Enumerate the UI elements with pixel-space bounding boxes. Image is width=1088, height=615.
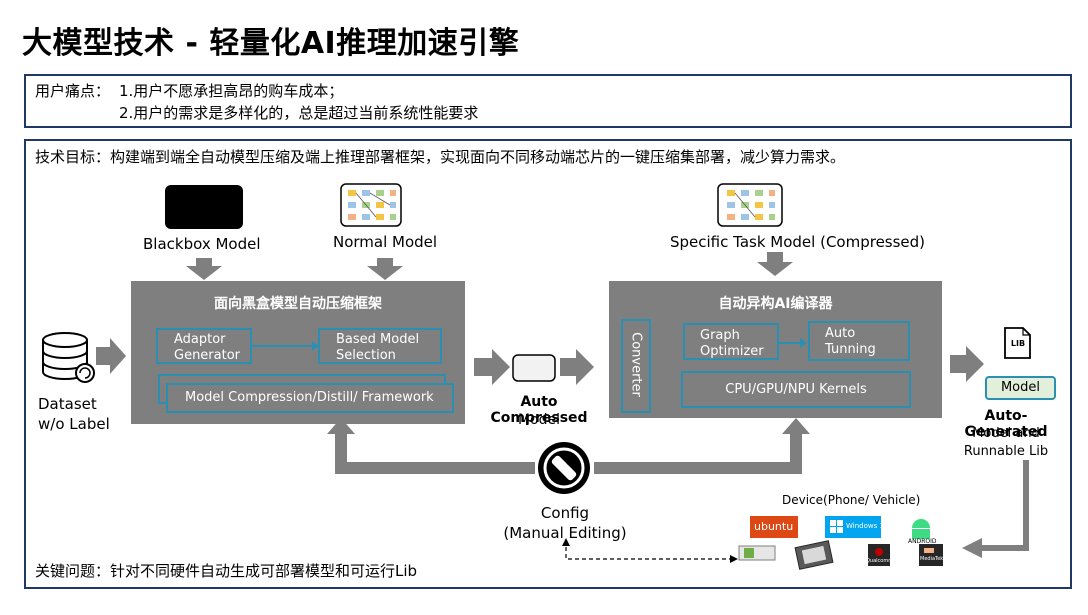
optimizer-to-tuning-arrow (779, 342, 802, 344)
right-arrows (96, 338, 984, 385)
adaptor-generator-box: Adaptor Generator (156, 328, 252, 364)
ubuntu-label: ubuntu (754, 520, 794, 533)
output-to-devices-line (980, 460, 1029, 551)
windows-label: Windows 10 (846, 522, 889, 530)
auto-tuning-box: Auto Tunning (808, 321, 910, 361)
intel-chip-icon (794, 540, 834, 570)
pain-point-2: 2.用户的需求是多样化的，总是超过当前系统性能要求 (119, 104, 479, 122)
android-icon (912, 519, 930, 539)
auto-tuning-line2: Tunning (825, 342, 876, 357)
optimizer-to-tuning-arrowhead (800, 338, 807, 348)
lib-icon-label: LIB (1010, 339, 1026, 348)
based-model-selection-box: Based Model Selection (318, 328, 442, 364)
auto-tuning-line1: Auto (825, 326, 856, 341)
page-title: 大模型技术 - 轻量化AI推理加速引擎 (22, 26, 520, 61)
auto-generated-label-3: Runnable Lib (963, 444, 1049, 459)
auto-generated-label-1: Auto-Generated (964, 408, 1048, 440)
dataset-label-1: Dataset (38, 395, 97, 413)
qualcomm-chip-icon (868, 544, 890, 566)
compression-framework-box: Model Compression/Distill/ Framework (166, 383, 454, 413)
blackbox-model-icon (165, 185, 243, 229)
config-label-2: (Manual Editing) (503, 524, 627, 542)
model-tag: Model (985, 376, 1056, 400)
converter-label: Converter (628, 332, 644, 397)
tech-goal: 技术目标：构建端到端全自动模型压缩及端上推理部署框架，实现面向不同移动端芯片的一… (35, 148, 846, 166)
mediatek-label: MediaTek (920, 556, 944, 562)
qualcomm-label: Qualcomm (866, 558, 894, 564)
config-to-device-dashed (565, 540, 736, 560)
dataset-label-2: w/o Label (38, 415, 110, 433)
blackbox-model-label: Blackbox Model (143, 235, 261, 253)
devices-label: Device(Phone/ Vehicle) (782, 493, 921, 507)
config-icon (538, 442, 590, 494)
windows-icon (825, 516, 881, 538)
based-model-selection-line1: Based Model (336, 332, 420, 347)
compression-framework-label: Model Compression/Distill/ Framework (185, 390, 434, 405)
config-feedback-arrowheads (327, 418, 810, 434)
dataset-icon (42, 332, 95, 383)
pain-point-label: 用户痛点： (35, 82, 111, 100)
graph-optimizer-line2: Optimizer (700, 344, 764, 359)
compressed-model-icon (512, 354, 556, 382)
gpu-board-icon (738, 545, 776, 561)
config-label-1: Config (540, 504, 590, 522)
config-feedback-lines (335, 432, 802, 474)
compiler-title: 自动异构AI编译器 (718, 296, 833, 312)
compiler-panel (609, 281, 942, 418)
adaptor-generator-line1: Adaptor (174, 332, 226, 347)
kernels-label: CPU/GPU/NPU Kernels (725, 382, 867, 397)
ubuntu-icon (750, 516, 798, 538)
graph-optimizer-line1: Graph (700, 328, 740, 343)
adaptor-generator-line2: Generator (174, 348, 241, 363)
lib-file-icon (1004, 327, 1031, 359)
adaptor-to-selection-arrow (252, 345, 314, 347)
auto-compressed-label-1: Auto Compressed (490, 394, 588, 426)
main-diagram-box (24, 139, 1072, 589)
framework-title: 面向黑盒模型自动压缩框架 (214, 296, 382, 312)
converter-box (621, 319, 651, 413)
normal-model-label: Normal Model (333, 233, 438, 251)
graph-optimizer-box: Graph Optimizer (683, 323, 779, 360)
kernels-box: CPU/GPU/NPU Kernels (681, 371, 911, 408)
pain-point-1: 1.用户不愿承担高昂的购车成本； (119, 82, 344, 100)
down-arrows (186, 252, 793, 280)
based-model-selection-line2: Selection (336, 348, 396, 363)
android-label: ANDROID (908, 538, 937, 545)
mediatek-chip-icon (919, 544, 943, 566)
adaptor-to-selection-arrowhead (312, 341, 319, 351)
auto-generated-label-2: Model and (972, 426, 1040, 441)
normal-model-icon (340, 183, 402, 227)
pain-point-box (24, 74, 1072, 128)
specific-model-label: Specific Task Model (Compressed) (670, 233, 926, 251)
key-issue: 关键问题：针对不同硬件自动生成可部署模型和可运行Lib (35, 562, 418, 580)
auto-compressed-label-2: Model (517, 412, 561, 428)
model-tag-label: Model (1000, 380, 1041, 395)
output-to-devices-arrowhead (962, 538, 982, 558)
specific-model-icon (717, 183, 783, 227)
